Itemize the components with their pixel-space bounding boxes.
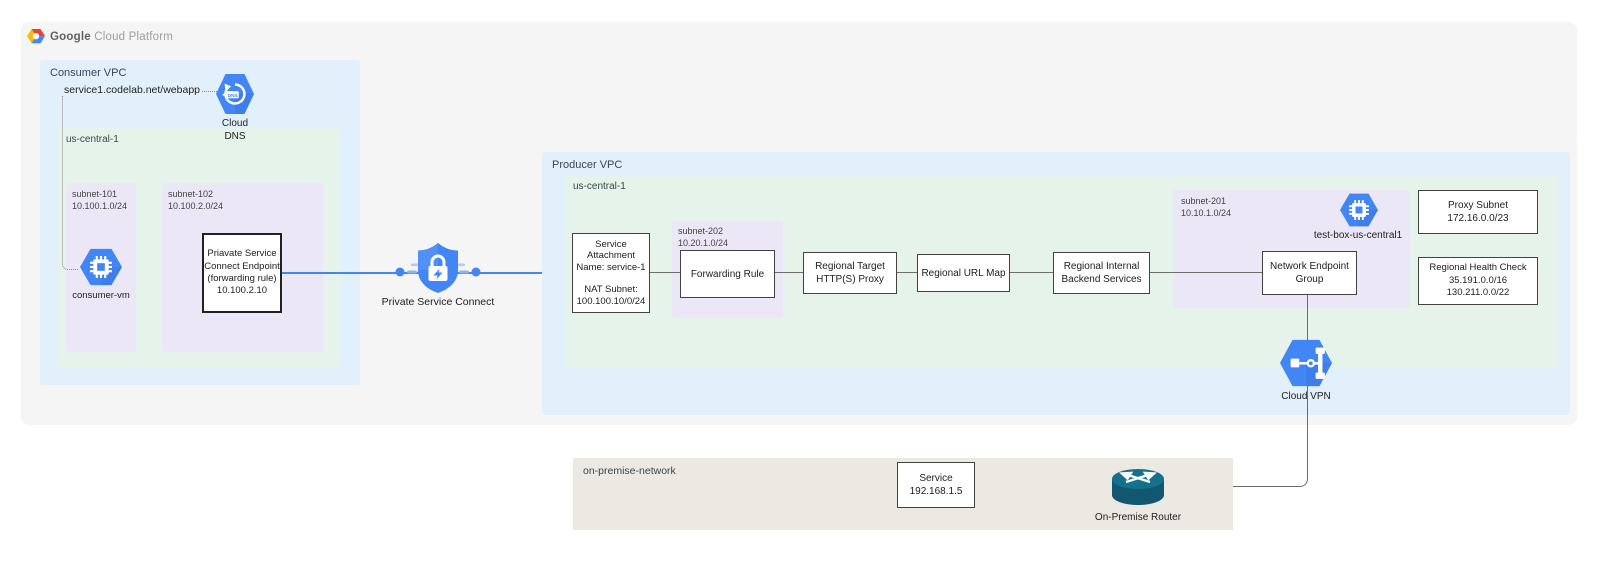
subnet-101-label: subnet-101 10.100.1.0/24 [72, 189, 128, 211]
consumer-vm-label: consumer-vm [72, 290, 130, 301]
psc-label: Private Service Connect [381, 296, 495, 308]
private-service-connect-icon [395, 243, 481, 293]
consumer-vm-icon [80, 248, 122, 286]
cloud-dns-label: Cloud DNS [221, 118, 249, 142]
dns-dotted-line [202, 91, 217, 92]
brand-cloud-platform: Cloud Platform [94, 31, 174, 43]
psc-endpoint-node: Priavate Service Connect Endpoint (forwa… [202, 233, 282, 313]
proxy-subnet-node: Proxy Subnet 172.16.0.0/23 [1418, 190, 1538, 234]
cloud-vpn-icon [1280, 339, 1332, 387]
backend-services-node: Regional Internal Backend Services [1053, 252, 1150, 294]
forwarding-rule-node: Forwarding Rule [680, 250, 775, 298]
on-premise-label: on-premise-network [583, 465, 676, 477]
on-premise-service-node: Service 192.168.1.5 [897, 462, 975, 508]
vm-dotted-connector [62, 96, 78, 270]
cloud-vpn-label: Cloud VPN [1281, 391, 1331, 402]
consumer-vpc-label: Consumer VPC [50, 67, 127, 79]
on-premise-router-label: On-Premise Router [1094, 512, 1182, 523]
google-cloud-logo-icon [27, 29, 45, 44]
svg-text:DNS: DNS [228, 93, 238, 99]
target-proxy-node: Regional Target HTTP(S) Proxy [803, 252, 897, 294]
line-sa-to-fr [650, 272, 680, 273]
dns-record-text: service1.codelab.net/webapp [64, 84, 201, 96]
line-neg-to-router [1163, 291, 1308, 487]
line-proxy-to-urlmap [897, 272, 917, 273]
on-premise-router-icon [1112, 469, 1164, 505]
subnet-102-label: subnet-102 10.100.2.0/24 [168, 189, 224, 211]
brand-google: Google [50, 31, 91, 43]
consumer-region-label: us-central-1 [66, 134, 119, 145]
url-map-node: Regional URL Map [917, 254, 1010, 292]
service-attachment-node: Service Attachment Name: service-1 NAT S… [572, 233, 650, 313]
health-check-node: Regional Health Check 35.191.0.0/16 130.… [1418, 257, 1538, 305]
test-box-icon [1340, 193, 1378, 227]
test-box-label: test-box-us-central1 [1313, 230, 1403, 241]
brand-title: Google Cloud Platform [50, 31, 173, 43]
network-endpoint-group-node: Network Endpoint Group [1262, 251, 1357, 295]
line-fr-to-proxy [775, 272, 803, 273]
producer-vpc-label: Producer VPC [552, 159, 623, 171]
subnet-202-label: subnet-202 10.20.1.0/24 [678, 226, 729, 248]
subnet-201-label: subnet-201 10.10.1.0/24 [1181, 196, 1232, 218]
line-urlmap-to-backend [1010, 272, 1053, 273]
producer-region-label: us-central-1 [573, 181, 626, 192]
line-backend-to-neg [1150, 272, 1262, 273]
cloud-dns-icon: DNS [216, 74, 254, 114]
